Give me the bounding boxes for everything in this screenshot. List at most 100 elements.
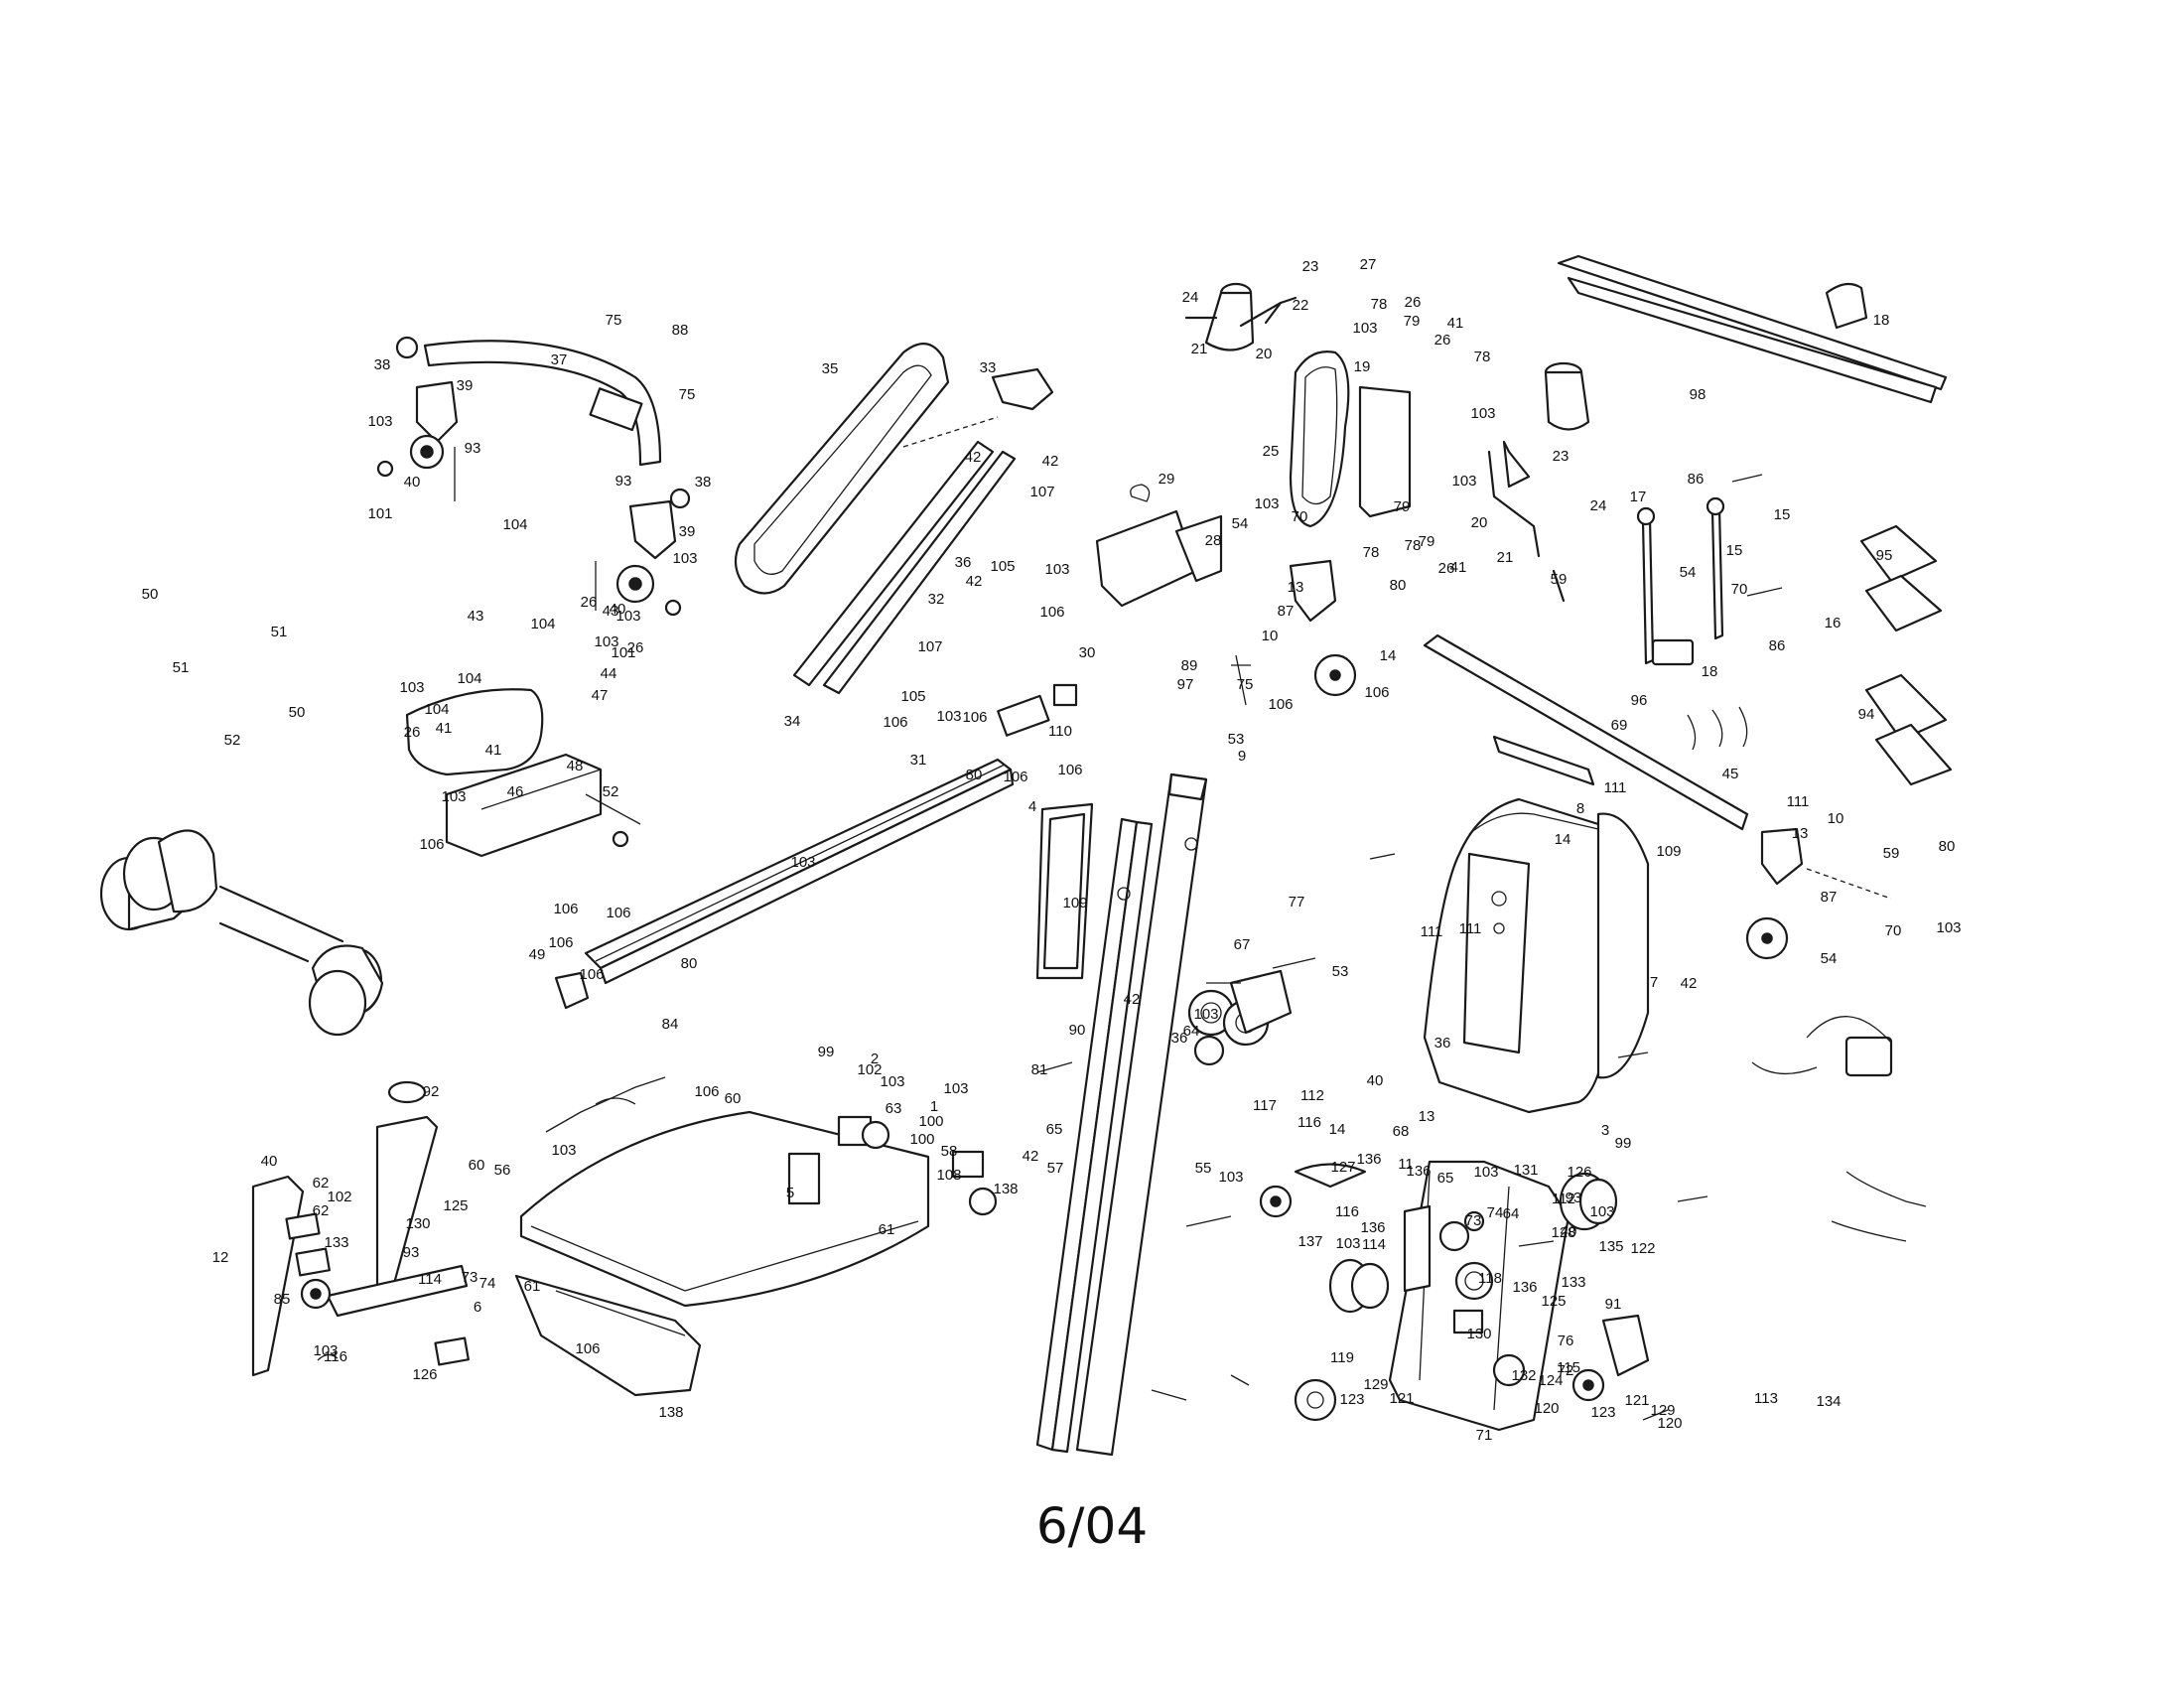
part-callout-42: 42 bbox=[1023, 1148, 1039, 1165]
part-callout-33: 33 bbox=[980, 359, 997, 376]
part-callout-19: 19 bbox=[1354, 358, 1371, 375]
part-callout-106: 106 bbox=[548, 934, 573, 951]
part-callout-30: 30 bbox=[1079, 644, 1096, 661]
part-callout-112: 112 bbox=[1300, 1087, 1324, 1104]
part-callout-93: 93 bbox=[615, 473, 632, 490]
part-callout-123: 123 bbox=[1339, 1391, 1364, 1408]
part-callout-90: 90 bbox=[1069, 1022, 1086, 1039]
part-callout-126: 126 bbox=[412, 1366, 437, 1383]
part-callout-104: 104 bbox=[424, 701, 449, 718]
upright-pulleys bbox=[1187, 969, 1293, 1066]
part-callout-106: 106 bbox=[1039, 604, 1064, 621]
part-callout-95: 95 bbox=[1876, 547, 1893, 564]
part-callout-103: 103 bbox=[943, 1080, 968, 1097]
part-callout-71: 71 bbox=[1476, 1427, 1493, 1444]
part-callout-52: 52 bbox=[603, 783, 619, 800]
part-callout-88: 88 bbox=[672, 322, 689, 339]
part-callout-103: 103 bbox=[1451, 473, 1476, 490]
part-callout-102: 102 bbox=[857, 1061, 882, 1078]
part-callout-29: 29 bbox=[1159, 471, 1175, 488]
part-callout-99: 99 bbox=[1615, 1135, 1632, 1152]
part-callout-92: 92 bbox=[423, 1083, 440, 1100]
power-adapter-72 bbox=[1751, 1016, 1893, 1077]
part-callout-40: 40 bbox=[1561, 1223, 1577, 1240]
part-callout-118: 118 bbox=[1478, 1270, 1502, 1287]
part-callout-36: 36 bbox=[1434, 1035, 1451, 1052]
base-platform bbox=[514, 1110, 998, 1397]
part-callout-59: 59 bbox=[1551, 571, 1568, 588]
part-callout-109: 109 bbox=[1062, 895, 1087, 912]
part-callout-130: 130 bbox=[1466, 1326, 1491, 1342]
part-callout-26: 26 bbox=[581, 594, 598, 611]
part-callout-67: 67 bbox=[1234, 936, 1251, 953]
part-callout-61: 61 bbox=[879, 1221, 895, 1238]
part-callout-25: 25 bbox=[1263, 443, 1280, 460]
part-callout-21: 21 bbox=[1191, 341, 1208, 357]
part-callout-62: 62 bbox=[313, 1202, 330, 1219]
part-callout-121: 121 bbox=[1389, 1390, 1414, 1407]
part-callout-93: 93 bbox=[465, 440, 481, 457]
part-callout-80: 80 bbox=[1939, 838, 1956, 855]
part-callout-26: 26 bbox=[1438, 560, 1455, 577]
part-callout-54: 54 bbox=[1232, 515, 1249, 532]
part-callout-86: 86 bbox=[1769, 637, 1786, 654]
part-callout-103: 103 bbox=[367, 413, 392, 430]
part-callout-80: 80 bbox=[681, 955, 698, 972]
part-callout-127: 127 bbox=[1330, 1159, 1355, 1176]
part-callout-57: 57 bbox=[1047, 1160, 1064, 1177]
part-callout-122: 122 bbox=[1630, 1240, 1655, 1257]
part-callout-40: 40 bbox=[261, 1153, 278, 1170]
part-callout-103: 103 bbox=[672, 550, 697, 567]
part-callout-75: 75 bbox=[679, 386, 696, 403]
part-callout-111: 111 bbox=[1604, 779, 1627, 796]
part-callout-38: 38 bbox=[374, 356, 391, 373]
part-callout-136: 136 bbox=[1360, 1219, 1385, 1236]
part-callout-65: 65 bbox=[1046, 1121, 1063, 1138]
part-callout-26: 26 bbox=[627, 639, 644, 656]
part-callout-8: 8 bbox=[1576, 800, 1584, 817]
part-callout-16: 16 bbox=[1825, 615, 1842, 632]
part-callout-43: 43 bbox=[603, 603, 619, 620]
part-callout-114: 114 bbox=[418, 1271, 442, 1288]
part-callout-117: 117 bbox=[1253, 1097, 1277, 1114]
part-callout-43: 43 bbox=[468, 608, 484, 625]
part-callout-45: 45 bbox=[1722, 766, 1739, 782]
part-callout-136: 136 bbox=[1406, 1163, 1431, 1180]
part-callout-79: 79 bbox=[1394, 498, 1411, 515]
part-callout-48: 48 bbox=[567, 758, 584, 774]
part-callout-120: 120 bbox=[1534, 1400, 1559, 1417]
part-callout-130: 130 bbox=[405, 1215, 430, 1232]
part-callout-21: 21 bbox=[1497, 549, 1514, 566]
part-callout-103: 103 bbox=[551, 1142, 576, 1159]
part-callout-41: 41 bbox=[1447, 315, 1464, 332]
cross-bar-9 bbox=[1423, 633, 1892, 960]
part-callout-55: 55 bbox=[1195, 1160, 1212, 1177]
part-callout-136: 136 bbox=[1512, 1279, 1537, 1296]
part-callout-22: 22 bbox=[1293, 297, 1309, 314]
part-callout-46: 46 bbox=[507, 783, 524, 800]
part-callout-63: 63 bbox=[886, 1100, 902, 1117]
lat-bars-15 bbox=[1636, 496, 1725, 666]
part-callout-103: 103 bbox=[441, 788, 466, 805]
diagram-date: 6/04 bbox=[1035, 1497, 1149, 1555]
part-callout-100: 100 bbox=[909, 1131, 934, 1148]
hardware-bolts bbox=[1036, 474, 1783, 1421]
part-callout-36: 36 bbox=[1171, 1030, 1188, 1047]
upper-handle-group bbox=[1095, 282, 1590, 697]
part-callout-37: 37 bbox=[551, 351, 568, 368]
part-callout-18: 18 bbox=[1873, 312, 1890, 329]
part-callout-73: 73 bbox=[1465, 1212, 1482, 1229]
part-callout-56: 56 bbox=[494, 1162, 511, 1179]
part-callout-39: 39 bbox=[457, 377, 474, 394]
part-callout-84: 84 bbox=[662, 1016, 679, 1033]
part-callout-58: 58 bbox=[941, 1143, 958, 1160]
part-callout-103: 103 bbox=[880, 1073, 904, 1090]
part-callout-106: 106 bbox=[1268, 696, 1293, 713]
part-callout-106: 106 bbox=[1003, 769, 1027, 785]
part-callout-41: 41 bbox=[436, 720, 453, 737]
part-callout-103: 103 bbox=[1589, 1203, 1614, 1220]
part-callout-24: 24 bbox=[1590, 497, 1607, 514]
part-callout-97: 97 bbox=[1177, 676, 1194, 693]
part-callout-136: 136 bbox=[1356, 1151, 1381, 1168]
part-callout-62: 62 bbox=[313, 1175, 330, 1192]
